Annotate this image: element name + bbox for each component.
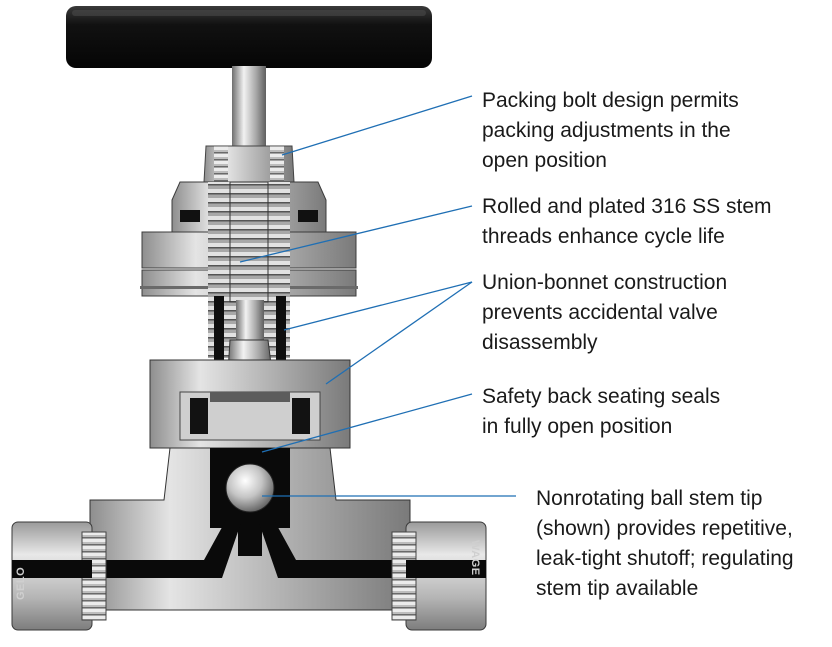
leader-union-bonnet-b [325, 281, 473, 385]
callout-line: disassembly [482, 331, 598, 354]
callout-line: Nonrotating ball stem tip [536, 487, 763, 510]
valve-stem [232, 66, 266, 156]
leader-packing-bolt [281, 95, 473, 156]
callout-line: (shown) provides repetitive, [536, 517, 793, 540]
callout-line: threads enhance cycle life [482, 225, 725, 248]
callout-line: prevents accidental valve [482, 301, 718, 324]
callout-stem-tip: Nonrotating ball stem tip (shown) provid… [536, 484, 794, 604]
callout-stem-threads: Rolled and plated 316 SS stem threads en… [482, 192, 772, 252]
t-handle [66, 6, 432, 68]
right-fitting: WAGE [391, 521, 487, 631]
leader-stem-threads [239, 205, 473, 263]
leader-lines [239, 95, 516, 497]
left-fitting-mark: GELO [15, 567, 27, 600]
callout-line: Packing bolt design permits [482, 89, 739, 112]
callout-line: packing adjustments in the [482, 119, 731, 142]
callout-union-bonnet: Union-bonnet construction prevents accid… [482, 268, 727, 358]
left-fitting: GELO [11, 521, 107, 631]
callout-line: stem tip available [536, 577, 699, 600]
callout-line: Union-bonnet construction [482, 271, 728, 294]
callout-line: open position [482, 149, 607, 172]
callout-line: in fully open position [482, 415, 673, 438]
valve-body [89, 447, 411, 611]
packing-bolt [203, 145, 295, 183]
callout-line: Rolled and plated 316 SS stem [482, 195, 772, 218]
callout-back-seating: Safety back seating seals in fully open … [482, 382, 720, 442]
union-nut [149, 359, 351, 449]
callout-line: leak-tight shutoff; regulating [536, 547, 794, 570]
leader-back-seating [261, 393, 473, 453]
callout-packing-bolt: Packing bolt design permits packing adju… [482, 86, 739, 176]
callout-line: Safety back seating seals [482, 385, 721, 408]
leader-union-bonnet-a [283, 281, 473, 331]
right-fitting-mark: WAGE [469, 540, 481, 576]
